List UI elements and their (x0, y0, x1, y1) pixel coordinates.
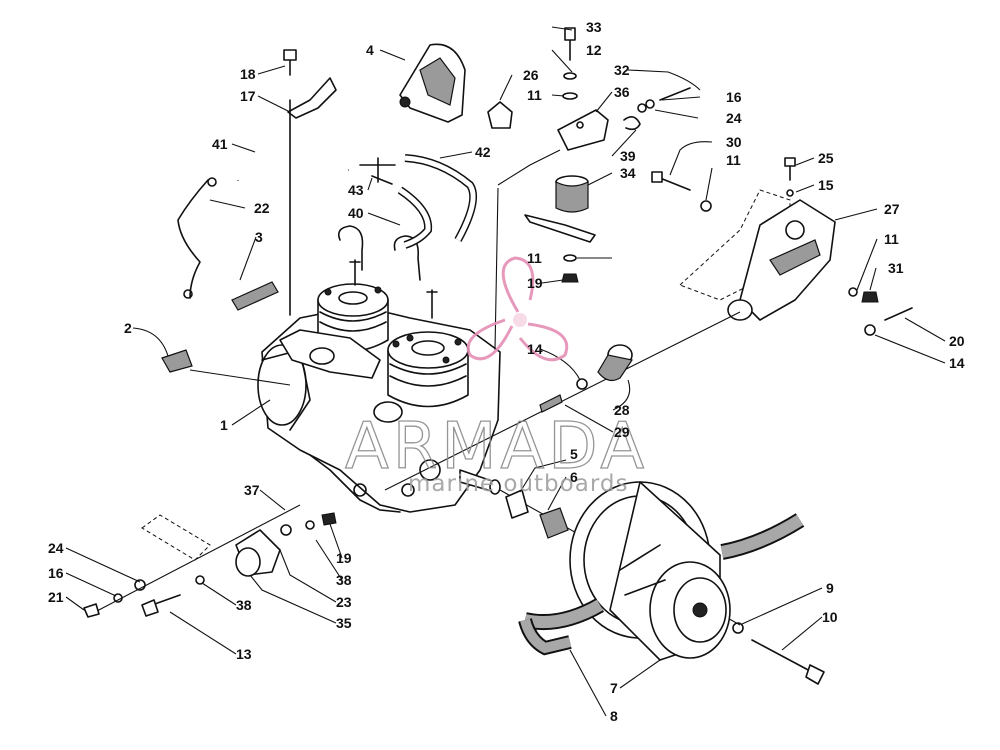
callout-4: 4 (366, 42, 374, 58)
callout-30: 30 (726, 134, 742, 150)
callout-19-mid: 19 (527, 275, 543, 291)
callout-37: 37 (244, 482, 260, 498)
drive-clutch (499, 481, 825, 685)
callout-13: 13 (236, 646, 252, 662)
callout-32: 32 (614, 62, 630, 78)
callout-8: 8 (610, 708, 618, 724)
callout-9: 9 (826, 580, 834, 596)
callout-26: 26 (523, 67, 539, 83)
callout-38-left: 38 (236, 597, 252, 613)
callout-2: 2 (124, 320, 132, 336)
callout-6: 6 (570, 469, 578, 485)
callout-22: 22 (254, 200, 270, 216)
callout-11-far-right: 11 (884, 231, 899, 247)
callout-39: 39 (620, 148, 636, 164)
callout-24-top: 24 (726, 110, 742, 126)
callout-42: 42 (475, 144, 491, 160)
callout-35: 35 (336, 615, 352, 631)
callout-41: 41 (212, 136, 228, 152)
callout-31: 31 (888, 260, 904, 276)
callout-7: 7 (610, 680, 618, 696)
callout-14-right: 14 (949, 355, 965, 371)
lower-left-bracket (83, 504, 337, 618)
callout-24-left: 24 (48, 540, 64, 556)
callout-36: 36 (614, 84, 630, 100)
callout-12: 12 (586, 42, 602, 58)
propeller-logo (466, 256, 569, 362)
front-mount-parts (384, 311, 741, 491)
callout-1: 1 (220, 417, 228, 433)
watermark: ARMADA marine outboards (344, 256, 648, 497)
right-mount-bracket (651, 157, 913, 336)
leader-lines (65, 26, 946, 717)
callout-11-mid: 11 (527, 250, 542, 266)
callout-23: 23 (336, 594, 352, 610)
callout-14-mid: 14 (527, 341, 543, 357)
engine-mount-stack (494, 27, 691, 351)
fuel-hoses (235, 154, 477, 249)
callout-34: 34 (620, 165, 636, 181)
callout-17: 17 (240, 88, 256, 104)
callout-25: 25 (818, 150, 834, 166)
callout-11-top: 11 (527, 87, 542, 103)
callout-19-low: 19 (336, 550, 352, 566)
upper-parts (161, 43, 513, 373)
callout-28: 28 (614, 402, 630, 418)
engine-assembly (257, 225, 501, 513)
callout-5: 5 (570, 446, 578, 462)
callout-40: 40 (348, 205, 364, 221)
callout-43: 43 (348, 182, 364, 198)
callout-15: 15 (818, 177, 834, 193)
head-bolts (324, 286, 462, 364)
callout-18: 18 (240, 66, 256, 82)
callout-21: 21 (48, 589, 64, 605)
callout-16-top: 16 (726, 89, 742, 105)
callout-38-right: 38 (336, 572, 352, 588)
callout-33: 33 (586, 19, 602, 35)
callout-29: 29 (614, 424, 630, 440)
watermark-brand: ARMADA (345, 410, 648, 484)
callout-3: 3 (255, 229, 263, 245)
callout-labels: 33 12 32 4 26 18 17 11 36 16 24 30 41 42… (48, 19, 965, 724)
callout-11-right: 11 (726, 152, 741, 168)
callout-20: 20 (949, 333, 965, 349)
callout-27: 27 (884, 201, 900, 217)
callout-10: 10 (822, 609, 838, 625)
callout-16-left: 16 (48, 565, 64, 581)
watermark-tagline: marine outboards (408, 471, 628, 497)
